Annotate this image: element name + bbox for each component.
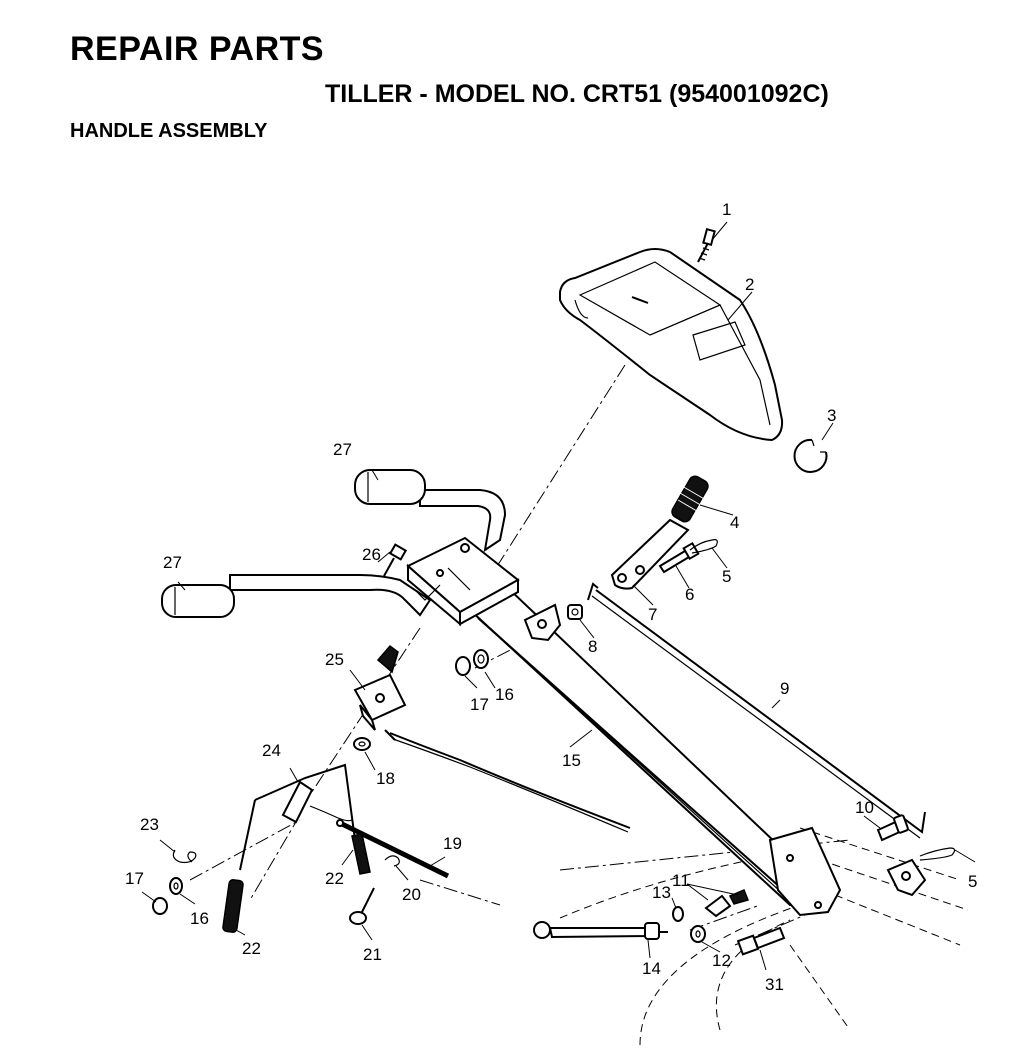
part-console-housing-2 [559, 248, 784, 442]
part-bolt-31 [736, 926, 786, 956]
part-lever-grip-22-left [222, 879, 244, 933]
callout-16-lower: 16 [190, 909, 209, 928]
callout-14: 14 [642, 959, 661, 978]
callout-26: 26 [362, 545, 381, 564]
part-tube-bracket [523, 603, 562, 642]
part-shift-lever-7 [610, 518, 690, 590]
part-screw-21 [349, 887, 375, 925]
part-nut-washer-16-17-lower [152, 877, 183, 915]
part-grip-27-upper [354, 469, 426, 505]
callout-13: 13 [652, 883, 671, 902]
callout-8: 8 [588, 637, 597, 656]
part-pivot-blocks-11 [704, 889, 750, 918]
tiller-phantom-outline [559, 827, 969, 1046]
part-bolt-10 [876, 814, 909, 842]
part-lever-grip-22-right [351, 833, 371, 875]
callout-4: 4 [730, 513, 739, 532]
callout-22-right: 22 [325, 869, 344, 888]
part-hairpin-5-lower [919, 847, 956, 861]
callout-16-upper: 16 [495, 685, 514, 704]
part-shift-rod-9 [587, 582, 926, 839]
callout-17-lower: 17 [125, 869, 144, 888]
part-washer-12 [690, 925, 706, 943]
part-retaining-ring-3 [793, 438, 828, 473]
part-hairpin-5-upper [689, 539, 718, 554]
callout-11: 11 [672, 871, 690, 890]
part-link-rod-19 [336, 819, 450, 879]
part-washer-18 [353, 737, 371, 751]
callout-6: 6 [685, 585, 694, 604]
callout-7: 7 [648, 605, 657, 624]
callout-17-upper: 17 [470, 695, 489, 714]
part-screw-26 [383, 543, 408, 577]
callout-31: 31 [765, 975, 784, 994]
callout-21: 21 [363, 945, 382, 964]
part-grip-27-lower [161, 584, 235, 618]
model-subtitle: TILLER - MODEL NO. CRT51 (954001092C) [325, 80, 829, 108]
part-clip-20 [384, 855, 400, 867]
part-mount-plate [768, 826, 842, 917]
part-depth-lever-14 [533, 921, 668, 940]
part-nut-washer-16-17-upper [455, 649, 489, 676]
section-title: HANDLE ASSEMBLY [70, 120, 268, 142]
page-title: REPAIR PARTS [70, 30, 325, 68]
part-lever-24 [239, 763, 356, 871]
callout-3: 3 [827, 406, 836, 425]
callout-9: 9 [780, 679, 789, 698]
part-lever-grip-4 [671, 475, 709, 523]
part-washer-13 [672, 906, 684, 922]
callout-25: 25 [325, 650, 344, 669]
callout-19: 19 [443, 834, 462, 853]
callout-10: 10 [855, 798, 874, 817]
part-handlebar [229, 489, 520, 627]
callout-22-left: 22 [242, 939, 261, 958]
callout-15: 15 [562, 751, 581, 770]
callout-27-upper: 27 [333, 440, 352, 459]
callout-1: 1 [722, 200, 731, 219]
part-bushing-8 [567, 604, 583, 620]
part-spring-clip-23 [172, 849, 197, 864]
callout-5-upper: 5 [722, 567, 731, 586]
part-control-cable [389, 732, 631, 833]
part-screw-1 [697, 227, 716, 263]
callouts: 1 2 3 4 5 6 7 8 9 10 11 12 13 14 15 16 1… [125, 200, 977, 994]
callout-18: 18 [376, 769, 395, 788]
part-control-bracket-25 [353, 644, 407, 741]
callout-12: 12 [712, 951, 731, 970]
leader-lines [141, 221, 976, 971]
callout-5-lower: 5 [968, 872, 977, 891]
callout-2: 2 [745, 275, 754, 294]
callout-24: 24 [262, 741, 281, 760]
callout-27-lower: 27 [163, 553, 182, 572]
part-shift-linkage [886, 858, 927, 897]
part-bolt-6 [658, 541, 700, 574]
callout-20: 20 [402, 885, 421, 904]
callout-23: 23 [140, 815, 159, 834]
